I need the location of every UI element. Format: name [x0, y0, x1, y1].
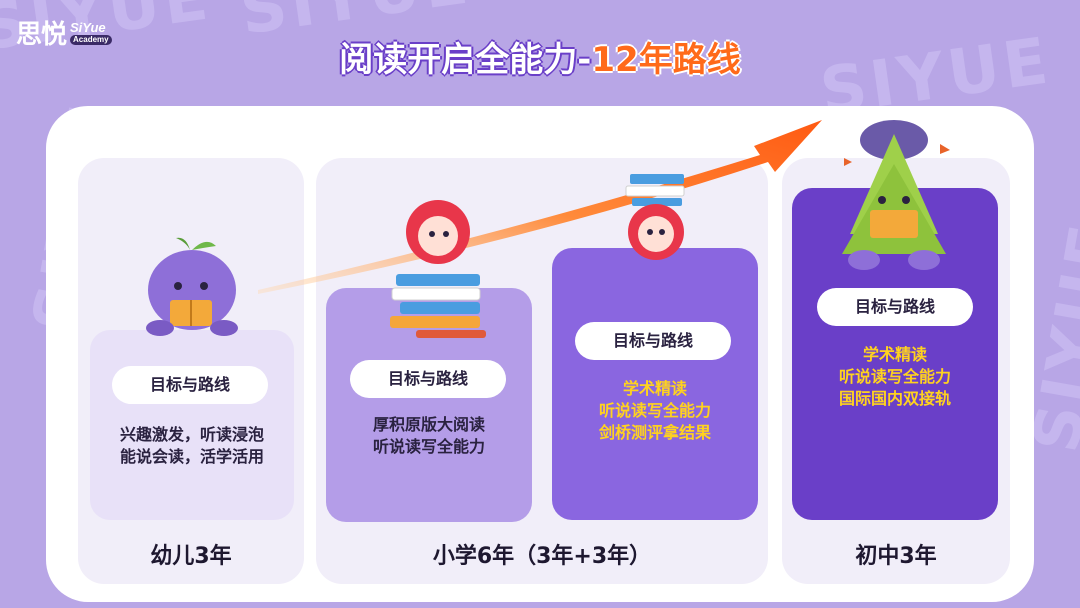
brand-logo: 思悦 SiYue Academy — [16, 14, 112, 51]
tree-mascot-icon — [842, 120, 950, 270]
logo-chinese: 思悦 — [16, 20, 67, 50]
goal-route-pill: 目标与路线 — [575, 322, 731, 360]
title-part-2: 12年路线 — [591, 40, 741, 80]
stage-label-kindergarten: 幼儿3年 — [150, 544, 232, 569]
description-line: 厚积原版大阅读 — [372, 415, 485, 434]
description-line: 学术精读 — [622, 379, 687, 398]
flower-mascot-books-icon — [625, 174, 685, 260]
description-line: 听说读写全能力 — [838, 367, 951, 386]
description-line: 能说会读，活学活用 — [119, 447, 264, 466]
description-line: 学术精读 — [862, 345, 927, 364]
stage-description: 学术精读 听说读写全能力 剑桥测评拿结果 — [552, 378, 758, 444]
stage-description: 厚积原版大阅读 听说读写全能力 — [326, 414, 532, 458]
logo-english: SiYue Academy — [70, 21, 112, 45]
stage-label-middle-school: 初中3年 — [855, 544, 937, 569]
description-line: 听说读写全能力 — [598, 401, 711, 420]
logo-english-top: SiYue — [70, 19, 106, 35]
description-line: 听说读写全能力 — [372, 437, 485, 456]
description-line: 国际国内双接轨 — [838, 389, 951, 408]
stage-description: 学术精读 听说读写全能力 国际国内双接轨 — [792, 344, 998, 410]
logo-english-bottom: Academy — [70, 34, 112, 45]
stage-card-primary-upper — [552, 248, 758, 520]
purple-mascot-icon — [146, 237, 238, 336]
flower-mascot-reading-icon — [390, 200, 486, 338]
description-line: 剑桥测评拿结果 — [598, 423, 711, 442]
goal-route-pill: 目标与路线 — [817, 288, 973, 326]
stage-description: 兴趣激发，听读浸泡 能说会读，活学活用 — [90, 424, 294, 468]
description-line: 兴趣激发，听读浸泡 — [119, 425, 264, 444]
stage-card-kindergarten — [90, 330, 294, 520]
stage-label-primary: 小学6年（3年+3年） — [432, 544, 652, 569]
goal-route-pill: 目标与路线 — [350, 360, 506, 398]
goal-route-pill: 目标与路线 — [112, 366, 268, 404]
title-part-1: 阅读开启全能力- — [339, 40, 592, 80]
page-title: 阅读开启全能力-12年路线 — [0, 32, 1080, 81]
